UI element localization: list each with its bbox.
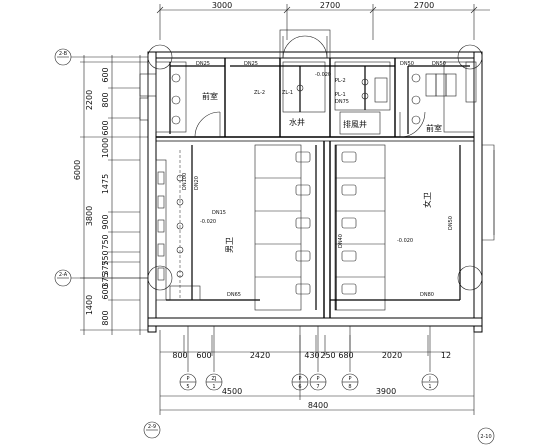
svg-text:6: 6 (298, 384, 301, 390)
left-dim-total: 6000 (73, 160, 82, 180)
bottom-dim-680: 680 (338, 351, 353, 360)
pipe-dn20: DN20 (194, 176, 200, 190)
svg-text:1: 1 (212, 384, 215, 390)
axis-bubbles: 2-B 2-A 2-9 2-10 (54, 48, 495, 445)
center-shafts: DN25 -0.020 ZL-2 ZL-1 PL-2 PL-1 DN75 DN5… (230, 61, 414, 135)
svg-text:7: 7 (316, 384, 319, 390)
axis-2a: 2-A (59, 272, 68, 278)
riser-tag-p5: P 5 (179, 373, 197, 391)
axis-2b: 2-B (59, 51, 68, 57)
left-dim-375a: 375 (101, 260, 110, 275)
riser-tag-p8: P 8 (341, 373, 359, 391)
left-dim-600b: 600 (101, 120, 110, 135)
bottom-sub-3900: 3900 (376, 387, 396, 396)
left-dim-600c: 600 (101, 284, 110, 299)
top-dimension-chain: 3000 2700 2700 (156, 1, 490, 40)
axis-210: 2-10 (480, 434, 491, 440)
svg-text:P: P (186, 376, 189, 382)
bottom-dim-2020: 2020 (382, 351, 402, 360)
bottom-dim-800: 800 (172, 351, 187, 360)
label-water-well: 水井 (289, 117, 305, 127)
bottom-dim-12: 12 (441, 351, 451, 360)
left-dim-1475: 1475 (101, 174, 110, 194)
tag-pl1: PL-1 (335, 92, 346, 98)
riser-tag-j1: J 1 (421, 373, 439, 391)
bottom-dim-600: 600 (196, 351, 211, 360)
left-dim-1000: 1000 (101, 138, 110, 158)
left-dim-800: 800 (101, 92, 110, 107)
pipe-dn50-right: DN50 (432, 61, 446, 67)
label-women-room: 女卫 (422, 192, 432, 208)
svg-text:J: J (428, 376, 430, 382)
pipe-dn25-left: DN25 (196, 61, 210, 67)
riser-tags: P 5 ZJ 1 P 6 P 7 P 8 (179, 326, 439, 391)
pipe-dn40: DN40 (338, 234, 344, 248)
room-labels: 前室 前室 水井 排風井 男卫 女卫 (202, 91, 442, 253)
bottom-dim-2420: 2420 (250, 351, 270, 360)
svg-text:P: P (298, 376, 301, 382)
walls (147, 44, 483, 333)
tag-pl2: PL-2 (335, 78, 346, 84)
tag-zl1: ZL-1 (282, 90, 293, 96)
pipe-dn100: DN100 (182, 173, 188, 190)
top-dim-2: 2700 (320, 1, 340, 10)
mens-room-fixtures: -0.020 DN100 DN20 DN65 DN15 (155, 144, 317, 311)
label-left-utility: 前室 (202, 91, 218, 101)
top-dim-1: 3000 (212, 1, 232, 10)
tag-dn75: DN75 (335, 99, 349, 105)
pipe-dn50-women: DN50 (448, 216, 454, 230)
tag-zl2: ZL-2 (254, 90, 265, 96)
left-utility-fixtures: DN25 (139, 61, 225, 134)
svg-text:5: 5 (186, 384, 189, 390)
left-dim-3800: 3800 (85, 206, 94, 226)
svg-text:1: 1 (428, 384, 431, 390)
pipe-dn25-center: DN25 (244, 61, 258, 67)
elev-women: -0.020 (397, 238, 413, 244)
bottom-total: 8400 (308, 401, 328, 410)
left-dim-750a: 750 (101, 234, 110, 249)
bottom-sub-4500: 4500 (222, 387, 242, 396)
axis-29: 2-9 (148, 424, 156, 430)
top-dim-3: 2700 (414, 1, 434, 10)
riser-tag-p6: P 6 (291, 373, 309, 391)
right-utility-fixtures: DN50 (407, 61, 477, 134)
pipe-dn65: DN65 (227, 292, 241, 298)
doors (194, 29, 426, 138)
bottom-dim-430: 430 (304, 351, 319, 360)
label-right-utility: 前室 (426, 123, 442, 133)
pipe-dn50-right2: DN50 (400, 61, 414, 67)
svg-text:ZJ: ZJ (212, 376, 217, 382)
elev-men: -0.020 (200, 219, 216, 225)
left-dim-375b: 375 (101, 272, 110, 287)
svg-text:8: 8 (348, 384, 351, 390)
left-dim-750b: 750 (101, 250, 110, 265)
left-dimension-chain: 600 800 2200 600 1000 1475 3800 900 750 … (73, 55, 148, 335)
riser-tag-zj1: ZJ 1 (205, 373, 223, 391)
svg-text:P: P (348, 376, 351, 382)
elev-center: -0.020 (315, 72, 331, 78)
pipe-dn15: DN15 (212, 210, 226, 216)
pipe-dn80: DN80 (420, 292, 434, 298)
left-dim-2200: 2200 (85, 90, 94, 110)
left-dim-800b: 800 (101, 310, 110, 325)
womens-room-fixtures: -0.020 DN50 DN40 DN80 (330, 144, 495, 311)
label-men-room: 男卫 (225, 237, 234, 253)
bottom-dimension-chain: 800 600 2420 430 250 680 2020 12 4500 39… (159, 330, 475, 415)
left-dim-1400: 1400 (85, 295, 94, 315)
riser-tag-p7: P 7 (309, 373, 327, 391)
left-dim-900: 900 (101, 214, 110, 229)
left-dim-600: 600 (101, 67, 110, 82)
bottom-dim-250: 250 (320, 351, 335, 360)
label-exhaust-well: 排風井 (343, 119, 367, 129)
svg-text:P: P (316, 376, 319, 382)
